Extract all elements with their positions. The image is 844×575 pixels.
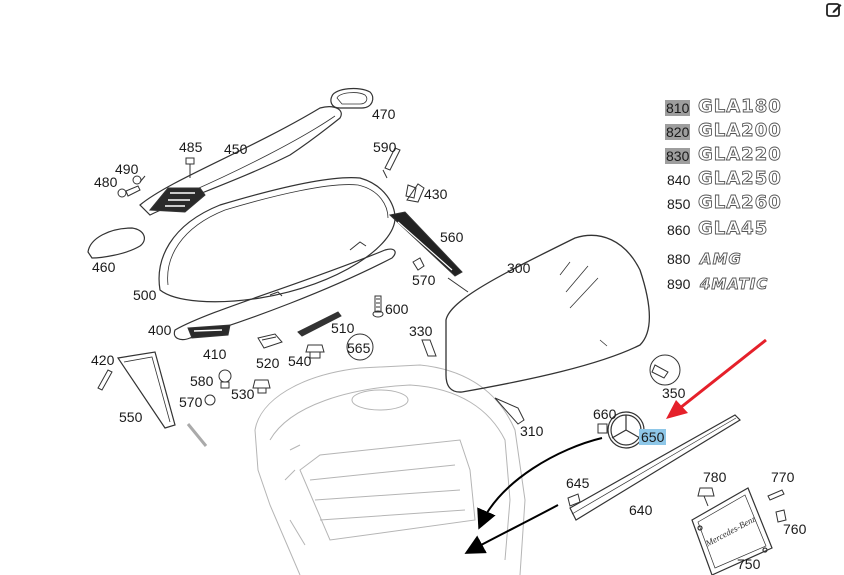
badge-code-850: 850 <box>667 196 691 212</box>
clips-580-530-570 <box>204 369 271 406</box>
tailgate-frame <box>254 364 526 575</box>
part-label-565: 565 <box>347 340 371 356</box>
arrow-curve-2 <box>464 504 559 554</box>
part-310-clip <box>494 397 525 425</box>
badge-gla45: GLA45 <box>698 218 769 239</box>
clips-570 <box>412 257 469 293</box>
badge-code-830: 830 <box>665 148 691 164</box>
part-label-400: 400 <box>148 322 172 338</box>
part-label-510: 510 <box>331 320 355 336</box>
part-420-screw <box>97 369 113 391</box>
part-410-light <box>187 324 231 339</box>
part-label-590: 590 <box>373 139 397 155</box>
part-label-310: 310 <box>520 423 544 439</box>
part-label-430: 430 <box>424 186 448 202</box>
part-label-350: 350 <box>662 385 686 401</box>
badge-amg: AMG <box>700 250 742 269</box>
arrow-curve-1 <box>477 437 603 530</box>
part-label-645: 645 <box>566 475 590 491</box>
badge-code-860: 860 <box>667 222 691 238</box>
part-640-shape <box>569 414 741 521</box>
part-label-570-a: 570 <box>412 272 436 288</box>
part-330-shape <box>421 339 437 357</box>
part-300-shape <box>445 234 651 393</box>
part-label-330: 330 <box>409 323 433 339</box>
part-label-530: 530 <box>231 386 255 402</box>
badge-gla260: GLA260 <box>698 192 782 213</box>
part-label-760: 760 <box>783 521 807 537</box>
part-470-shape <box>330 87 374 109</box>
badge-code-880: 880 <box>667 251 691 267</box>
part-label-580: 580 <box>190 373 214 389</box>
part-645-clip <box>567 493 581 507</box>
small-fasteners <box>117 147 417 199</box>
part-label-520: 520 <box>256 355 280 371</box>
part-600-shape <box>372 295 384 318</box>
part-label-550: 550 <box>119 409 143 425</box>
part-label-500: 500 <box>133 287 157 303</box>
part-label-470: 470 <box>372 106 396 122</box>
part-label-300: 300 <box>507 260 531 276</box>
part-label-640: 640 <box>629 502 653 518</box>
badge-gla220: GLA220 <box>698 144 782 165</box>
part-560-shape <box>388 211 463 277</box>
badge-gla180: GLA180 <box>698 96 782 117</box>
badge-code-840: 840 <box>667 172 691 188</box>
part-430-shape <box>406 183 425 203</box>
part-label-460: 460 <box>92 259 116 275</box>
plate-fasteners <box>697 487 787 523</box>
badge-4matic: 4MATIC <box>700 275 769 294</box>
part-label-570-b: 570 <box>179 394 203 410</box>
part-450-shape <box>139 106 342 216</box>
badge-gla250: GLA250 <box>698 168 782 189</box>
part-label-410: 410 <box>203 346 227 362</box>
part-label-780: 780 <box>703 469 727 485</box>
part-660-shape <box>597 423 608 434</box>
part-750-plate <box>691 487 773 575</box>
part-350-shape <box>649 354 681 386</box>
part-label-600: 600 <box>385 301 409 317</box>
part-label-660: 660 <box>593 406 617 422</box>
part-510-shape <box>297 311 342 337</box>
part-400-shape <box>173 248 396 341</box>
edit-icon[interactable] <box>826 2 842 18</box>
part-label-560: 560 <box>440 229 464 245</box>
part-label-420: 420 <box>91 352 115 368</box>
part-label-490: 490 <box>115 161 139 177</box>
part-label-750: 750 <box>737 556 761 572</box>
part-460-shape <box>87 227 146 259</box>
badge-code-890: 890 <box>667 276 691 292</box>
badge-code-820: 820 <box>665 124 691 140</box>
part-550-shape <box>116 351 176 429</box>
part-label-450: 450 <box>224 141 248 157</box>
part-565-circle <box>346 333 374 361</box>
part-label-485: 485 <box>179 139 203 155</box>
part-label-650: 650 <box>639 429 667 445</box>
clips-520-540 <box>257 333 325 359</box>
part-label-480: 480 <box>94 174 118 190</box>
part-label-540: 540 <box>288 353 312 369</box>
badge-gla200: GLA200 <box>698 120 782 141</box>
badge-code-810: 810 <box>665 100 691 116</box>
part-label-770: 770 <box>771 469 795 485</box>
red-arrow <box>666 338 767 419</box>
